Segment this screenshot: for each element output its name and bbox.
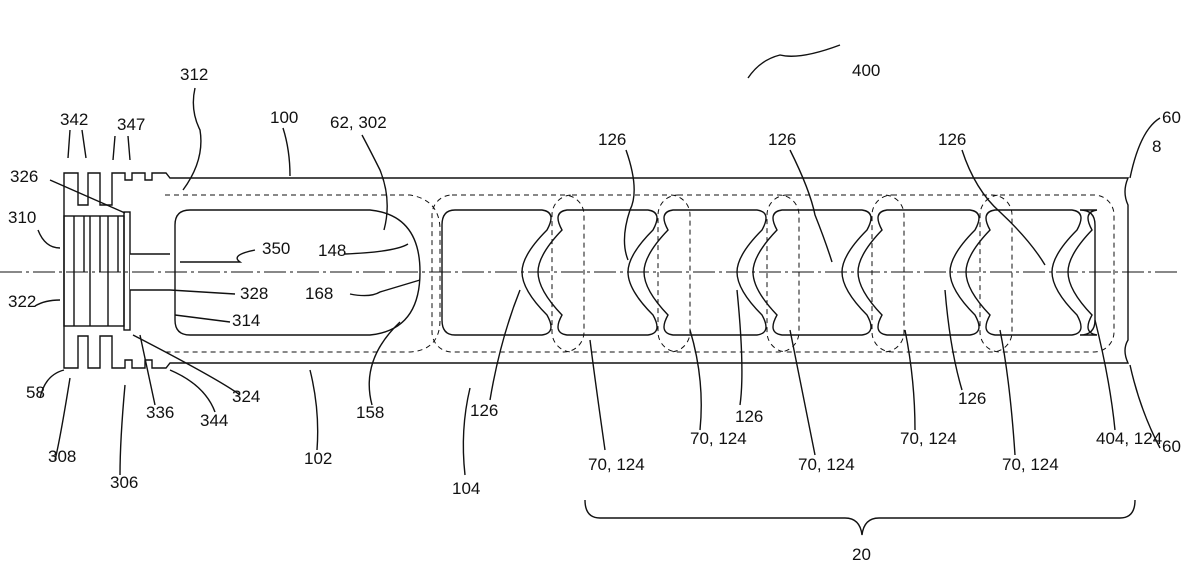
reference-numeral-label: 100 [270, 108, 298, 127]
leader-line [282, 127, 291, 177]
group-brace [584, 499, 1136, 536]
leader-line [462, 387, 471, 476]
reference-numeral-label: 344 [200, 411, 228, 430]
leader-line [1129, 364, 1161, 449]
chamber-outline-dashed [551, 194, 691, 353]
leader-line [34, 299, 61, 307]
leader-line [1094, 319, 1116, 431]
seal-ring [123, 211, 131, 331]
leader-line [1129, 117, 1161, 179]
reference-numeral-label: 314 [232, 311, 260, 330]
reference-numeral-label: 306 [110, 473, 138, 492]
leader-line [119, 384, 126, 476]
reference-numeral-label: 336 [146, 403, 174, 422]
leader-line [789, 329, 816, 456]
end-cap-bore [63, 215, 125, 327]
leader-line [944, 289, 963, 391]
reference-numeral-label: 70, 124 [1002, 455, 1059, 474]
leader-line [736, 289, 743, 406]
reference-numeral-label: 126 [470, 401, 498, 420]
leader-line [139, 334, 156, 406]
baffle-chamber [752, 209, 872, 336]
leader-line [961, 149, 1046, 266]
leader-line [67, 129, 87, 159]
reference-numeral-label: 404, 124 [1096, 429, 1162, 448]
reference-numeral-label: 324 [232, 387, 260, 406]
baffle-chamber [965, 209, 1082, 336]
reference-numeral-label: 20 [852, 545, 871, 564]
chamber-outline-dashed [871, 194, 1013, 353]
reference-numeral-label: 312 [180, 65, 208, 84]
reference-numeral-label: 126 [598, 130, 626, 149]
reference-numeral-label: 62, 302 [330, 113, 387, 132]
reference-numeral-label: 148 [318, 241, 346, 260]
reference-numeral-label: 350 [262, 239, 290, 258]
baffle-chamber [857, 209, 980, 336]
leader-line [999, 329, 1016, 456]
reference-numeral-label: 126 [735, 407, 763, 426]
reference-numeral-label: 58 [26, 383, 45, 402]
reference-numeral-label: 70, 124 [900, 429, 957, 448]
housing-body [0, 172, 1180, 369]
leader-line [174, 314, 231, 323]
reference-numeral-label: 126 [958, 389, 986, 408]
leader-line [54, 377, 71, 461]
baffle-chamber [537, 209, 658, 336]
reference-numeral-label: 60 [1162, 437, 1181, 456]
reference-numeral-label: 70, 124 [690, 429, 747, 448]
blast-chamber [174, 209, 421, 336]
leader-line [349, 279, 421, 297]
leader-line [589, 339, 606, 451]
leader-line [789, 149, 833, 263]
reference-numeral-label: 126 [938, 130, 966, 149]
reference-numeral-label: 168 [305, 284, 333, 303]
reference-numeral-label: 104 [452, 479, 480, 498]
reference-numeral-label: 60 [1162, 108, 1181, 127]
leader-line [132, 334, 241, 396]
leader-line [344, 243, 409, 255]
chamber-outline-dashed [431, 194, 585, 353]
reference-numeral-label: 126 [768, 130, 796, 149]
leader-line [904, 329, 916, 431]
reference-numeral-label: 328 [240, 284, 268, 303]
chamber-outline-dashed [657, 194, 800, 353]
leader-line [747, 44, 841, 79]
reference-numeral-label: 8 [1152, 137, 1161, 156]
leader-line [112, 135, 131, 161]
reference-numeral-label: 158 [356, 403, 384, 422]
reference-numeral-label: 70, 124 [798, 455, 855, 474]
leader-line [169, 369, 216, 413]
baffle-chamber [643, 209, 767, 336]
leader-line [49, 179, 126, 214]
final-chamber [1067, 209, 1098, 336]
chamber-outline-dashed [979, 194, 1115, 353]
baffle-plates [73, 216, 119, 326]
reference-numeral-label: 102 [304, 449, 332, 468]
leader-line [180, 249, 256, 263]
leader-line [368, 321, 401, 406]
reference-numeral-label: 326 [10, 167, 38, 186]
reference-numeral-label: 342 [60, 110, 88, 129]
leader-line [489, 289, 521, 401]
leader-line [182, 87, 202, 191]
reference-numeral-label: 347 [117, 115, 145, 134]
chamber-outline-dashed [766, 194, 905, 353]
reference-numeral-label: 70, 124 [588, 455, 645, 474]
reference-numeral-label: 310 [8, 208, 36, 227]
reference-numeral-label: 308 [48, 447, 76, 466]
leader-line [309, 369, 319, 451]
leader-line [623, 149, 635, 261]
leader-line [689, 329, 702, 431]
chamber-outline-dashed [165, 194, 441, 353]
reference-numeral-label: 400 [852, 61, 880, 80]
leader-line [39, 369, 65, 399]
leader-line [361, 134, 388, 231]
leader-line [169, 289, 236, 295]
reference-numeral-label: 322 [8, 292, 36, 311]
leader-line [37, 229, 61, 249]
